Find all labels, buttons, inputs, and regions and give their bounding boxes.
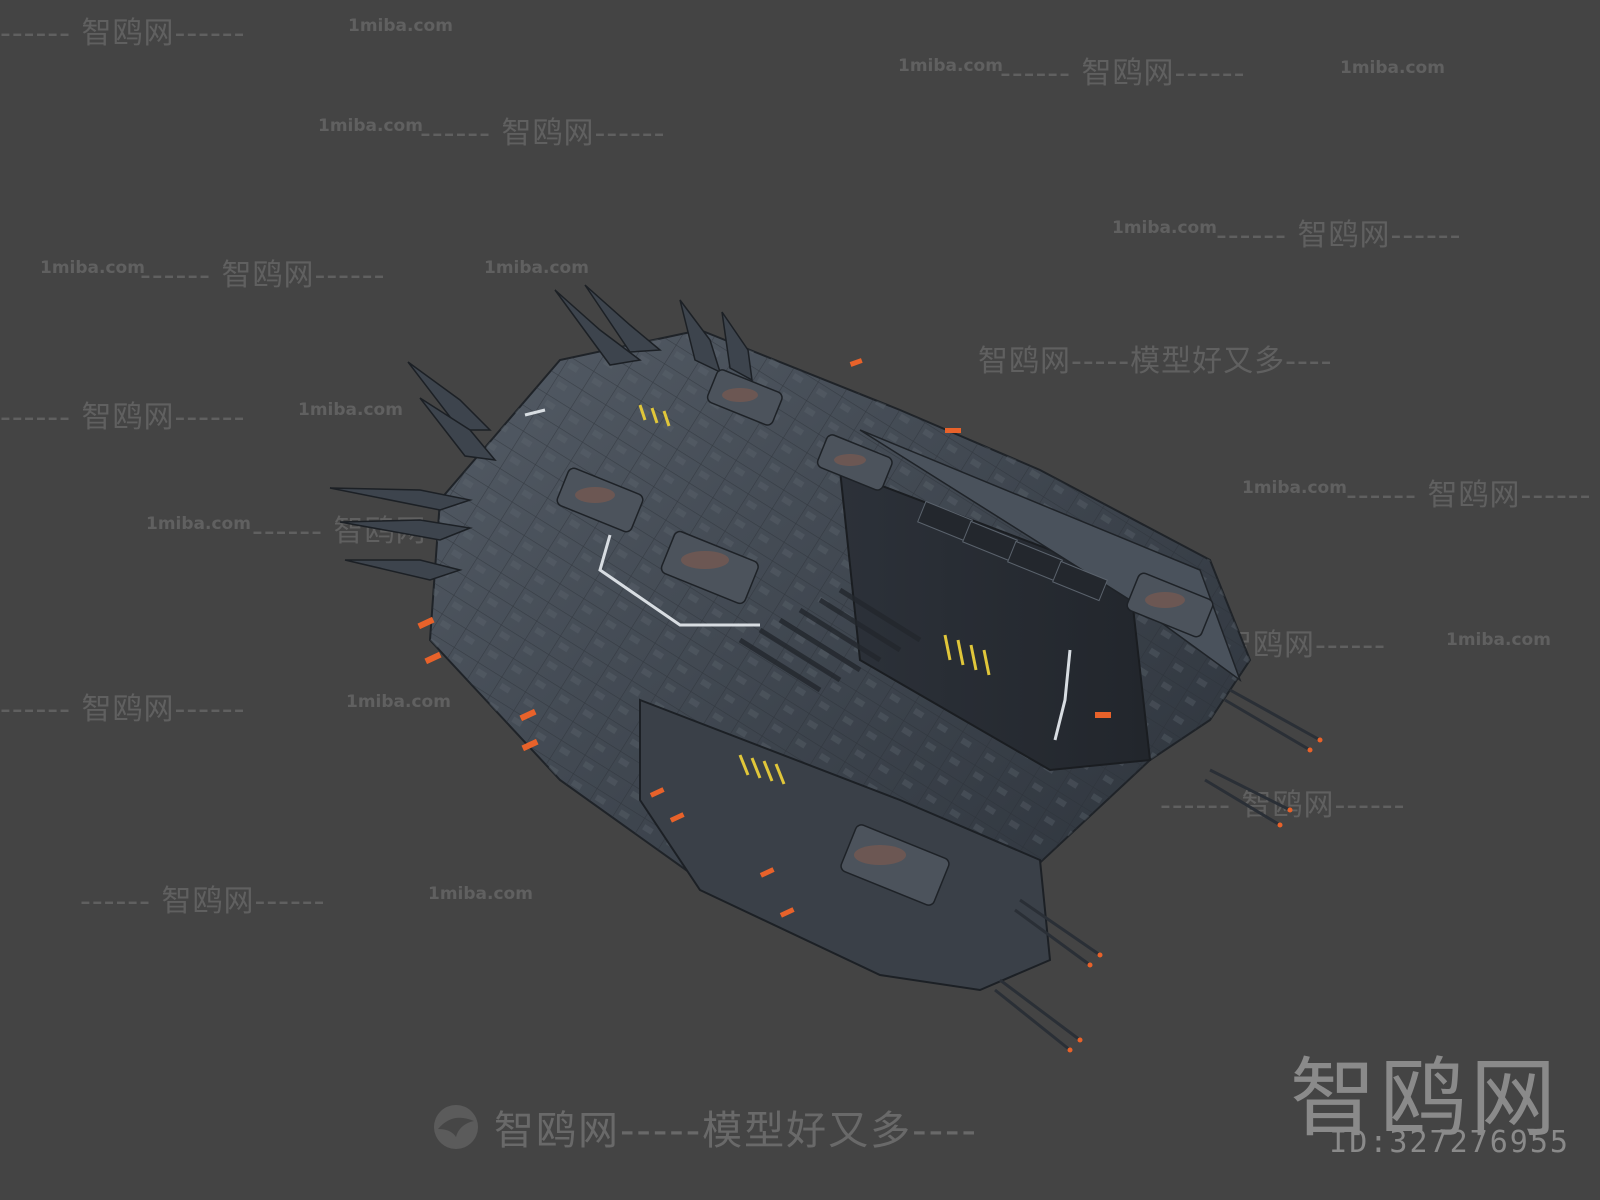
bottom-watermark: 智鸥网-----模型好又多---- <box>430 1098 978 1156</box>
barrel-tips <box>1067 737 1323 1053</box>
model-id: ID:327276955 <box>1329 1125 1570 1160</box>
rust-patches <box>575 388 1185 865</box>
hull-spikes <box>329 284 753 581</box>
brand-logo: 智鸥网 <box>1290 1049 1560 1149</box>
bottom-slogan: 智鸥网-----模型好又多---- <box>494 1108 978 1154</box>
white-trim <box>524 408 1072 741</box>
gun-barrels <box>994 688 1321 1052</box>
deck-stripes <box>738 587 922 693</box>
bird-logo-icon <box>434 1105 478 1149</box>
vent-grilles <box>917 500 1108 602</box>
orange-thrusters <box>417 358 1111 918</box>
yellow-lights <box>638 404 991 785</box>
turret-pods <box>556 369 1214 906</box>
